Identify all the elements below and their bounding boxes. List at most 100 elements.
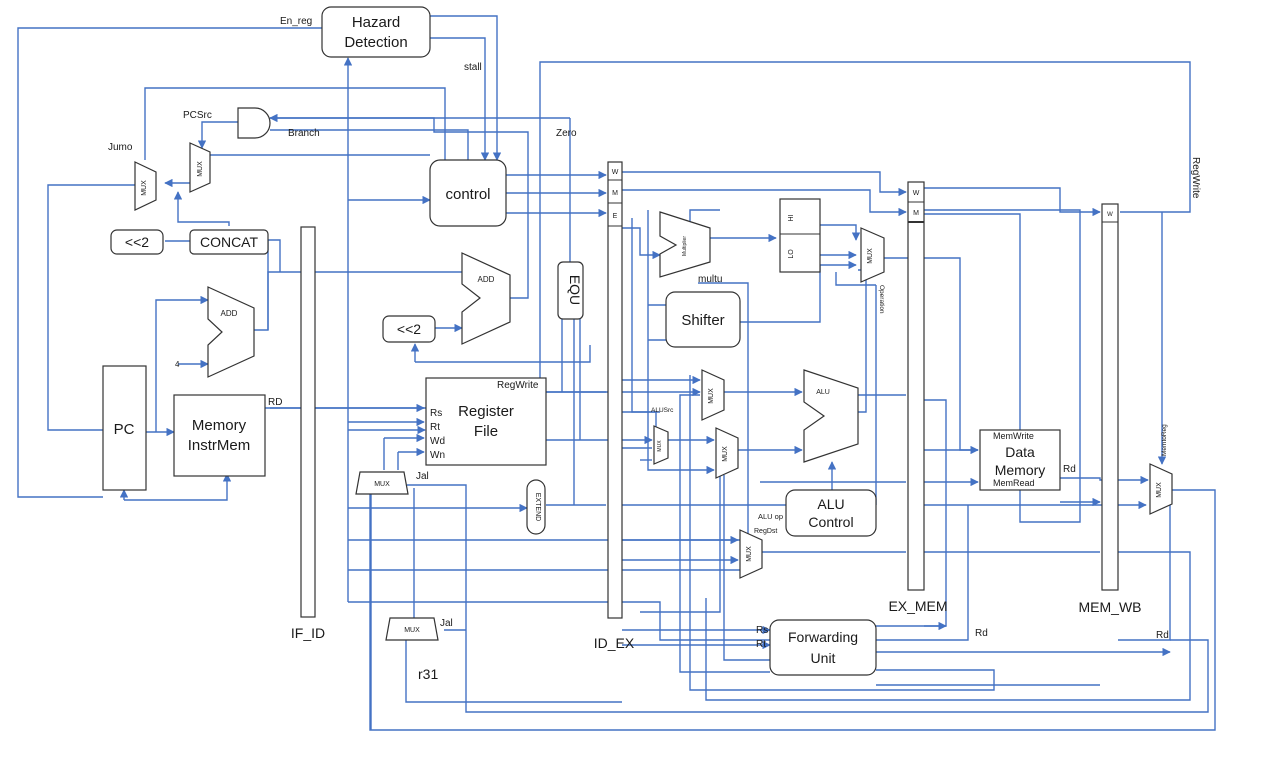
port-labels: Rs Rt Wd Wn RegWrite RD MemWrite MemRead… [268, 380, 1076, 650]
regwrite-rail-label: RegWrite [1190, 157, 1201, 199]
regfile-port-rt: Rt [430, 422, 440, 433]
forwarding-unit-block: Forwarding Unit [769, 619, 877, 676]
r31-mux-label: MUX [404, 627, 420, 634]
rd-memwb-label: Rd [1156, 630, 1169, 641]
result-mux: MUX [860, 227, 885, 283]
data-memory-line1: Data [1005, 444, 1035, 460]
hi-lo-block: HI LO [779, 198, 821, 273]
if-id-register [300, 226, 316, 618]
en-reg-label: En_reg [280, 16, 312, 27]
operation-label: Operation [878, 285, 885, 314]
alu-b-mux: MUX [715, 427, 739, 479]
alu-label: ALU [816, 389, 830, 396]
multu-label: multu [698, 274, 722, 285]
forwarding-unit-line1: Forwarding [788, 629, 858, 645]
shifter-label: Shifter [681, 312, 724, 329]
jumo-label: Jumo [108, 142, 133, 153]
hazard-detection-line1: Hazard [352, 14, 400, 31]
pcsrc-label: PCSrc [183, 110, 212, 121]
branch-mux-label: MUX [197, 161, 204, 177]
ex-mem-field-w: W [913, 190, 920, 197]
hi-label: HI [788, 214, 795, 221]
equ-block: EQU [557, 261, 584, 320]
wires [17, 15, 1216, 731]
branch-label: Branch [288, 128, 320, 139]
jal-bottom-label: Jal [440, 618, 453, 629]
alu-control-line1: ALU [817, 496, 844, 512]
hazard-detection-line2: Detection [344, 34, 407, 51]
alu-control-line2: Control [808, 514, 853, 530]
fwd-rs-label: Rs [756, 625, 768, 636]
ex-mem-register: W M [907, 181, 925, 591]
alu-op-label: ALU op [758, 512, 783, 521]
instr-mem-line2: InstrMem [188, 437, 251, 454]
pc-adder: ADD [207, 286, 255, 378]
signal-labels: En_reg stall PCSrc Branch Jumo Zero 4 Ja… [108, 16, 1201, 682]
regdst-label: RegDst [754, 528, 777, 535]
regfile-port-wn: Wn [430, 450, 445, 461]
alu-control-block: ALU Control [785, 489, 877, 537]
fwd-rt-label: Rt [756, 639, 766, 650]
alu-a-mux: MUX [701, 369, 725, 421]
branch-mux: MUX [189, 142, 211, 193]
regfile-port-wd: Wd [430, 436, 445, 447]
mem-wb-label: MEM_WB [1079, 599, 1142, 615]
shift-left-branch-block: <<2 [382, 315, 436, 343]
alu-block: ALU [803, 369, 859, 463]
four-constant-label: 4 [175, 360, 180, 369]
memtoreg-mux-label: MUX [1156, 482, 1163, 498]
r31-mux: MUX [385, 617, 439, 641]
data-memory-line2: Memory [995, 462, 1046, 478]
mem-wb-field-w: W [1107, 212, 1113, 218]
concat-block: CONCAT [189, 229, 269, 255]
zero-label: Zero [556, 128, 577, 139]
pc-adder-label: ADD [221, 309, 238, 318]
instr-mem-line1: Memory [192, 417, 247, 434]
register-file-block: Register File [425, 377, 547, 466]
regdst-mux-label: MUX [746, 546, 753, 562]
concat-label: CONCAT [200, 234, 259, 250]
dmem-rd-label: Rd [1063, 464, 1076, 475]
equ-label: EQU [567, 275, 583, 305]
pcsrc-and-gate [237, 107, 271, 139]
extend-label: EXTEND [534, 493, 541, 521]
branch-adder-label: ADD [478, 275, 495, 284]
jal-top-label: Jal [416, 471, 429, 482]
lo-label: LO [788, 249, 795, 259]
forwarding-unit-line2: Unit [811, 650, 836, 666]
shift-left-branch-label: <<2 [397, 321, 421, 337]
id-ex-field-m: M [612, 190, 618, 197]
jump-mux-label: MUX [141, 180, 148, 196]
regdst-mux: MUX [739, 529, 763, 579]
if-id-label: IF_ID [291, 625, 325, 641]
id-ex-field-w: W [612, 169, 619, 176]
register-file-line1: Register [458, 403, 514, 420]
register-file-line2: File [474, 423, 498, 440]
result-mux-label: MUX [867, 248, 874, 264]
memtoreg-label: MemtoReg [1161, 424, 1168, 456]
id-ex-field-e: E [613, 213, 618, 220]
jump-mux: MUX [134, 161, 157, 211]
r31-label: r31 [418, 666, 438, 682]
memtoreg-mux: MUX [1149, 463, 1173, 515]
id-ex-label: ID_EX [594, 635, 635, 651]
control-label: control [445, 186, 490, 203]
pc-label: PC [114, 421, 135, 438]
shift-left-jump-block: <<2 [110, 229, 164, 255]
branch-adder: ADD [461, 252, 511, 345]
hazard-detection-block: Hazard Detection [321, 6, 431, 58]
ex-mem-label: EX_MEM [888, 598, 947, 614]
rd-exmem-label: Rd [975, 628, 988, 639]
instruction-memory-block: Memory InstrMem [173, 394, 266, 477]
alusrc-mux-label: MUX [657, 440, 663, 452]
dmem-memread-label: MemRead [993, 478, 1035, 488]
alu-b-mux-label: MUX [722, 446, 729, 462]
id-ex-register: W M E [607, 161, 623, 619]
instr-mem-rd-label: RD [268, 397, 282, 408]
alu-a-mux-label: MUX [708, 388, 715, 404]
data-memory-block: Data Memory [979, 429, 1061, 491]
alusrc-label: ALUSrc [651, 407, 674, 414]
alusrc-mux: MUX [653, 425, 669, 465]
regfile-regwrite-label: RegWrite [497, 380, 539, 391]
